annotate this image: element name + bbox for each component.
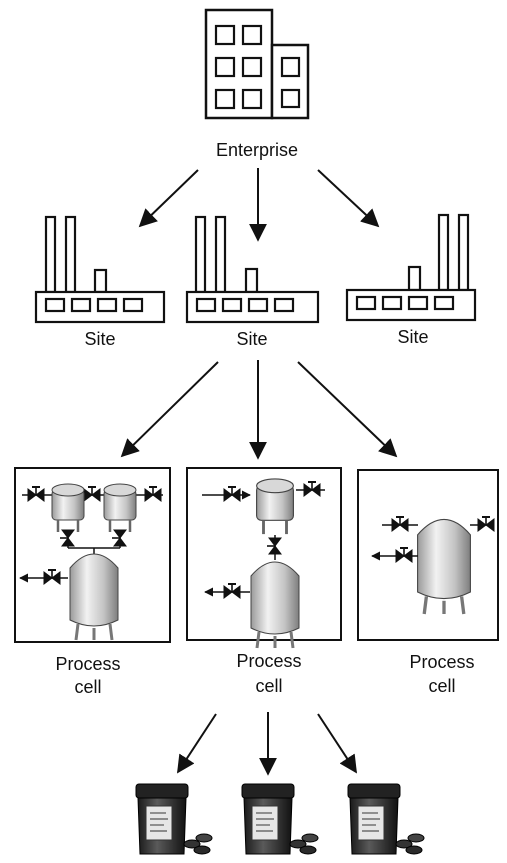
site-right-label: Site [397,327,428,347]
arrows-cell-to-products [177,712,357,776]
medicine-bottle-icon-left [135,783,213,855]
arrow-enterprise-site-right [317,169,380,228]
enterprise-building-icon [204,8,310,120]
process-cell-right-label-line1: Process [409,652,474,672]
process-cell-center-icon [186,467,342,650]
arrow-cell-product-left [177,713,217,774]
process-cell-left-label-line1: Process [55,654,120,674]
site-center-label: Site [236,329,267,349]
enterprise-label: Enterprise [216,140,298,160]
process-cell-left-label-line2: cell [74,677,101,697]
medicine-bottle-icon-center [241,783,319,855]
arrow-site-cell-right [297,361,398,458]
process-cell-right-label-line2: cell [428,676,455,696]
process-cell-right-icon [357,469,499,641]
arrows-enterprise-to-sites [138,168,380,242]
site-factory-icon-left [34,215,166,324]
site-factory-icon-center [185,215,320,324]
process-cell-left-icon [14,467,171,643]
arrow-site-cell-left [120,361,219,458]
site-left-label: Site [84,329,115,349]
process-cell-center-label-line2: cell [255,676,282,696]
process-cell-center-label-line1: Process [236,651,301,671]
arrow-cell-product-right [317,713,357,774]
arrows-site-to-cells [120,360,398,460]
arrow-enterprise-site-left [138,169,199,228]
medicine-bottle-icon-right [347,783,425,855]
site-factory-icon-right [345,213,477,322]
